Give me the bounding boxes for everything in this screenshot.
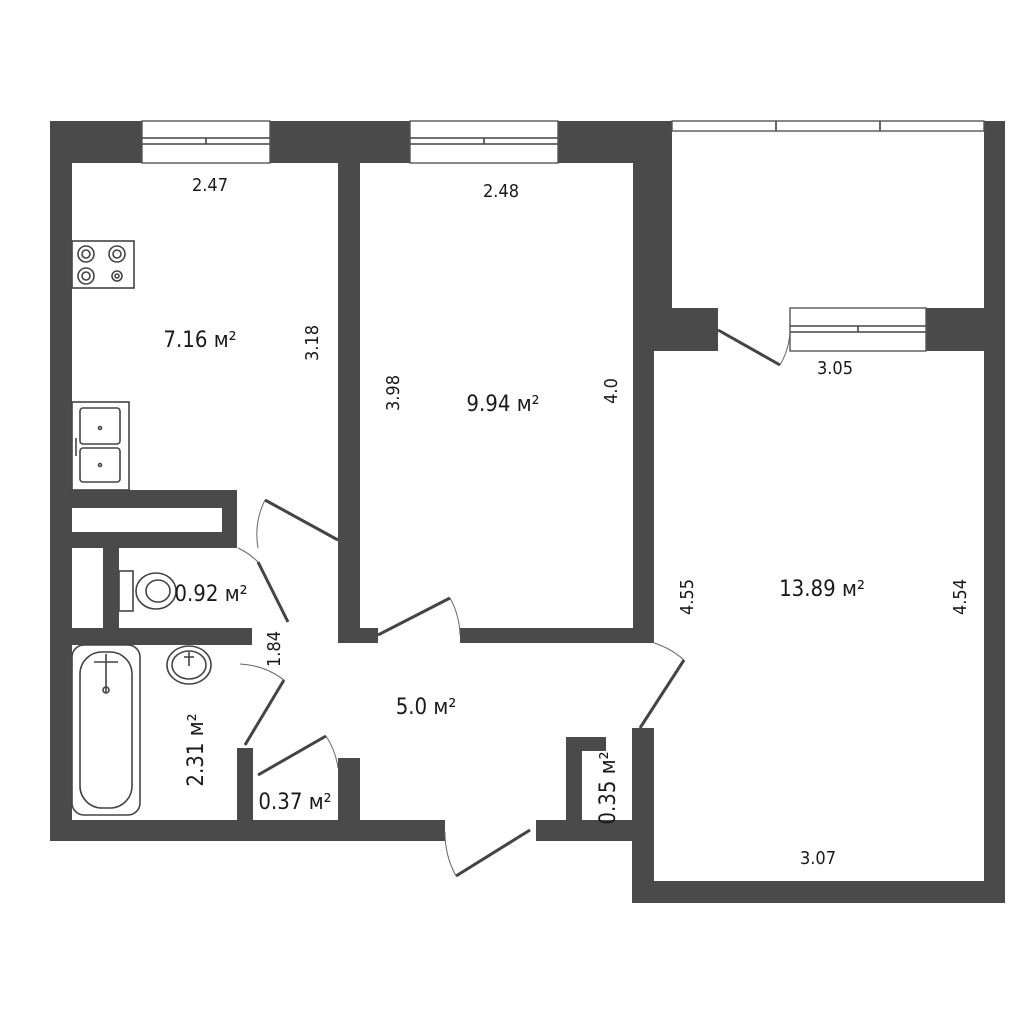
wall-bedroom-right [633, 160, 654, 643]
wall-bedroom-bottom-left [338, 628, 378, 643]
window-kitchen [141, 120, 271, 164]
dim-bedroom-left: 3.98 [383, 375, 404, 411]
dim-living-bottom: 3.07 [800, 848, 836, 869]
door-bedroom [377, 596, 461, 637]
washbasin-icon [166, 645, 212, 685]
wall-living-bottom [632, 881, 1005, 903]
windows [141, 120, 985, 352]
toilet-icon [118, 570, 177, 612]
wall-living-top-left [650, 308, 718, 351]
area-bedroom: 9.94 м² [466, 392, 539, 417]
wall-bathroom-right [237, 748, 253, 830]
wall-storage-a-right [338, 758, 360, 830]
area-labels: 7.16 м² 9.94 м² 13.89 м² 5.0 м² 0.92 м² … [163, 328, 865, 825]
wall-toilet-bottom [72, 628, 252, 645]
door-balcony [717, 328, 791, 367]
wall-shelf-bottom [72, 532, 237, 548]
dim-bedroom-width: 2.48 [483, 181, 519, 202]
area-storage-a: 0.37 м² [258, 790, 331, 815]
door-storage-a [257, 734, 339, 777]
wall-balcony-left [650, 121, 672, 351]
wall-balcony-right [984, 121, 1005, 351]
dim-living-right: 4.54 [950, 579, 971, 615]
area-kitchen: 7.16 м² [163, 328, 236, 353]
sink-double-icon [71, 401, 130, 491]
walls [50, 121, 1005, 903]
dim-bedroom-right: 4.0 [601, 378, 622, 404]
area-toilet: 0.92 м² [174, 582, 247, 607]
doors [237, 328, 791, 878]
area-living: 13.89 м² [779, 577, 865, 602]
bathtub-icon [71, 644, 141, 816]
wall-kitchen-shelf [72, 490, 237, 508]
stove-icon [71, 240, 135, 289]
door-entrance [444, 828, 531, 878]
wall-toilet-left [103, 545, 119, 635]
wall-top-mid [270, 121, 410, 163]
wall-left [50, 121, 72, 841]
dimension-labels: 2.47 3.18 2.48 3.98 4.0 3.05 4.55 4.54 3… [192, 175, 971, 869]
dim-living-left: 4.55 [677, 579, 698, 615]
dim-kitchen-width: 2.47 [192, 175, 228, 196]
wall-living-right [984, 308, 1005, 903]
area-bathroom: 2.31 м² [184, 713, 209, 786]
area-storage-b: 0.35 м² [596, 751, 621, 824]
door-kitchen [256, 498, 339, 549]
wall-bottom-mid [536, 820, 654, 841]
dim-kitchen-depth: 3.18 [302, 325, 323, 361]
window-balcony [671, 120, 985, 132]
dim-living-top: 3.05 [817, 358, 853, 379]
wall-storage-b-top [566, 737, 606, 751]
door-toilet [237, 547, 290, 623]
wall-kitchen-bedroom [338, 160, 360, 642]
area-hall: 5.0 м² [396, 695, 457, 720]
wall-living-left-lower [632, 728, 654, 903]
door-bathroom [239, 663, 286, 746]
door-living [638, 642, 686, 729]
window-bedroom [409, 120, 559, 164]
window-living [789, 307, 927, 352]
dim-hall-side: 1.84 [264, 631, 285, 667]
wall-storage-b-left [566, 737, 582, 832]
wall-bedroom-bottom-right [460, 628, 654, 643]
